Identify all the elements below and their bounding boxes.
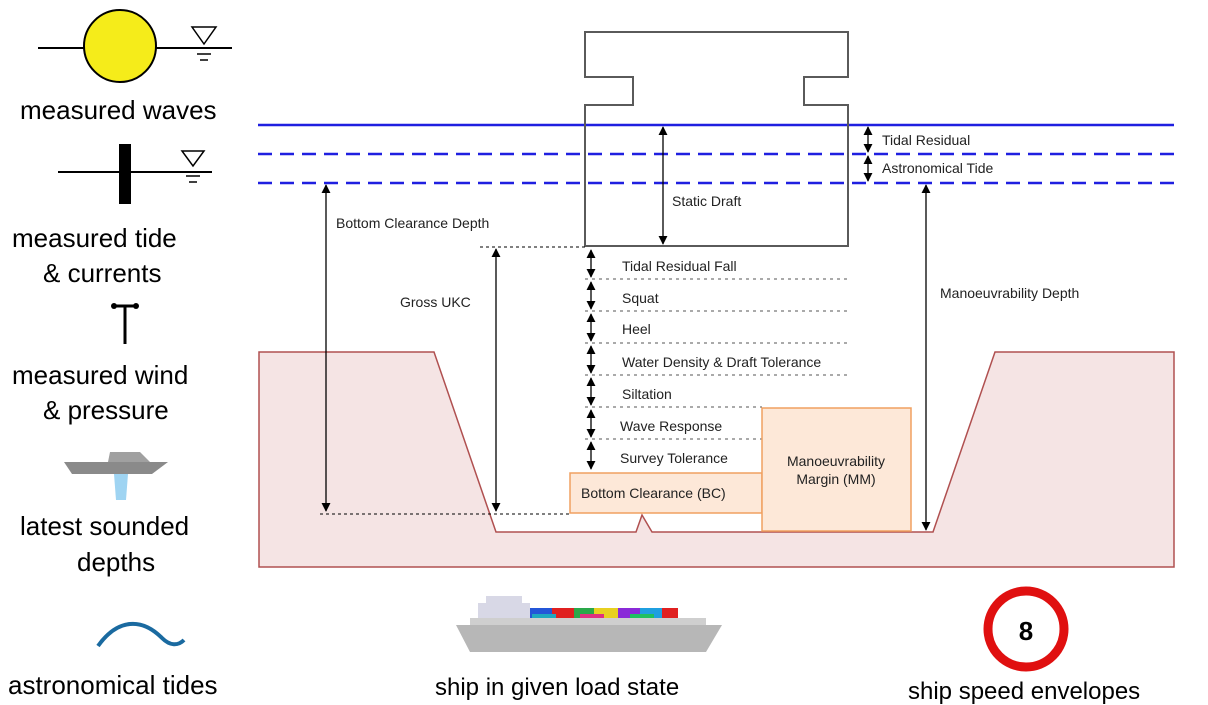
water-density-label: Water Density & Draft Tolerance [622, 354, 821, 370]
siltation-label: Siltation [622, 386, 672, 402]
squat-label: Squat [622, 290, 659, 306]
depths-input: latest sounded depths [20, 452, 189, 577]
water-level-icon [180, 150, 206, 183]
waves-label: measured waves [20, 95, 217, 125]
astro-input: astronomical tides [8, 622, 218, 700]
gross-ukc-label: Gross UKC [400, 294, 471, 310]
wind-input: measured wind & pressure [12, 303, 188, 425]
water-level-icon [190, 26, 218, 61]
bottom-clearance-depth-label: Bottom Clearance Depth [336, 215, 489, 231]
ship-load-label: ship in given load state [435, 674, 679, 701]
static-draft-label: Static Draft [672, 193, 741, 209]
speed-envelopes-label: ship speed envelopes [908, 678, 1140, 705]
survey-tolerance-label: Survey Tolerance [620, 450, 728, 466]
depths-label-line1: latest sounded [20, 511, 189, 541]
tide-label-line2: & currents [43, 258, 162, 288]
manoeuvrability-margin-line1: Manoeuvrability [787, 453, 885, 469]
channel-section [258, 351, 1175, 568]
waves-input: measured waves [20, 9, 232, 125]
anemometer-icon [111, 303, 139, 344]
astro-label: astronomical tides [8, 670, 218, 700]
bottom-clearance-label: Bottom Clearance (BC) [581, 485, 726, 501]
allowance-dividers [585, 278, 848, 440]
tide-label-line1: measured tide [12, 223, 177, 253]
wave-response-label: Wave Response [620, 418, 722, 434]
wind-label-line2: & pressure [43, 395, 169, 425]
tide-input: measured tide & currents [12, 144, 212, 288]
container-ship-icon [456, 596, 722, 652]
astronomical-tide-label: Astronomical Tide [882, 160, 993, 176]
manoeuvrability-margin-line2: Margin (MM) [796, 471, 875, 487]
bottom-clearance-box [569, 472, 763, 514]
survey-vessel-icon [64, 452, 168, 500]
speed-limit-sign-icon: 8 [983, 586, 1069, 672]
tide-gauge-icon [119, 144, 131, 204]
heel-label: Heel [622, 321, 651, 337]
wave-buoy-icon [83, 9, 157, 83]
depths-label-line2: depths [77, 547, 155, 577]
tidal-residual-fall-label: Tidal Residual Fall [622, 258, 737, 274]
tidal-residual-label: Tidal Residual [882, 132, 970, 148]
manoeuvrability-margin-box [761, 407, 912, 532]
ship-hull [584, 31, 849, 247]
speed-sign-value: 8 [1019, 616, 1033, 646]
tide-wave-icon [96, 622, 186, 648]
manoeuvrability-depth-label: Manoeuvrability Depth [940, 285, 1079, 301]
wind-label-line1: measured wind [12, 360, 188, 390]
